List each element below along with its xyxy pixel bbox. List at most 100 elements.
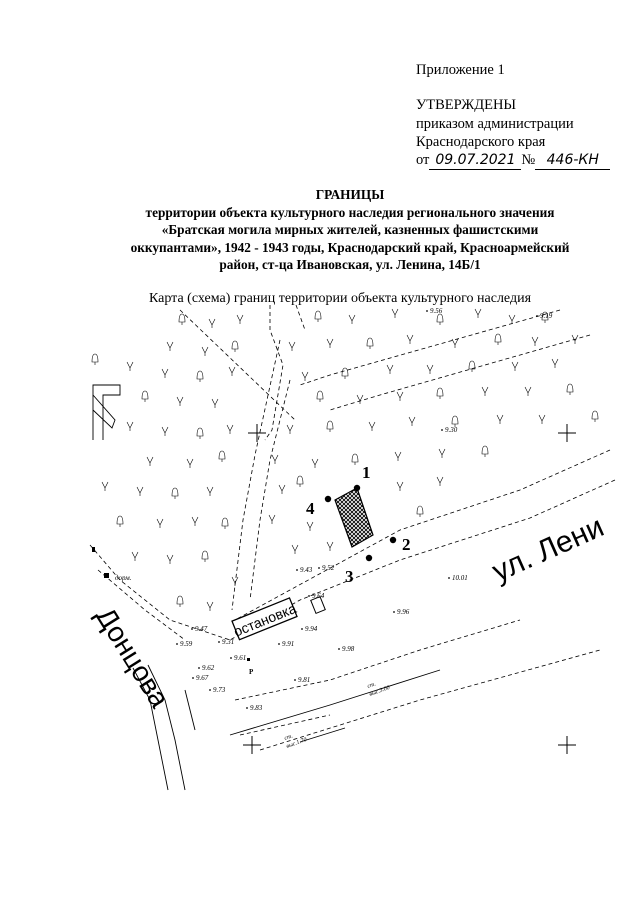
elevation-label: 9.81: [298, 676, 310, 684]
tree-icon: [438, 448, 446, 458]
point-label-3: 3: [345, 567, 354, 586]
elevation-point: [536, 315, 538, 317]
elevation-label: 9.30: [445, 426, 458, 434]
elevation-point: [176, 643, 178, 645]
tree-icon: [394, 451, 402, 461]
tree-icon: [161, 368, 169, 378]
tree-icon: [268, 514, 276, 524]
tree-icon: [538, 414, 546, 424]
elevation-point: [301, 628, 303, 630]
tree-icon: [156, 518, 164, 528]
tree-icon: [211, 398, 219, 408]
tree-icon: [221, 517, 229, 529]
tree-icon: [278, 484, 286, 494]
boundary-points: [324, 484, 397, 562]
elevation-label: 9.94: [305, 625, 318, 633]
tree-icon: [366, 337, 374, 349]
tree-icon: [408, 416, 416, 426]
solid-outlines: [92, 384, 441, 791]
parking-sign: P: [249, 668, 254, 676]
map-caption: Карта (схема) границ территории объекта …: [148, 291, 532, 306]
elevation-point: [246, 707, 248, 709]
tree-icon: [368, 421, 376, 431]
elevation-label: 9.31: [222, 638, 234, 646]
tree-icon: [571, 334, 579, 344]
boundary-point-2: [389, 536, 397, 544]
tree-icon: [356, 394, 364, 404]
elevation-point: [294, 679, 296, 681]
elevation-label: 10.01: [452, 574, 468, 582]
elevation-point: [218, 641, 220, 643]
elevation-label: 9.56: [430, 307, 443, 315]
tree-icon: [351, 453, 359, 465]
tree-icon: [286, 424, 294, 434]
elevation-point: [308, 595, 310, 597]
tree-icon: [206, 601, 214, 611]
elevation-label: 9.43: [300, 566, 313, 574]
elevation-point: [209, 689, 211, 691]
tree-icon: [176, 396, 184, 406]
tree-icon: [436, 476, 444, 486]
tree-icon: [436, 387, 444, 399]
tree-icon: [524, 386, 532, 396]
tree-icon: [341, 367, 349, 379]
elevation-point: [318, 567, 320, 569]
elevation-point: [198, 667, 200, 669]
tree-icon: [136, 486, 144, 496]
elevation-label: 9.62: [202, 664, 215, 672]
burial-site-polygon: [334, 487, 374, 548]
boundary-point-1: [353, 484, 361, 492]
tree-icon: [496, 414, 504, 424]
street-label-lenina: ул. Лени: [487, 510, 608, 588]
fence-label: дорм.: [115, 574, 132, 582]
tree-icon: [196, 427, 204, 439]
tree-icon: [228, 366, 236, 376]
tree-icon: [146, 456, 154, 466]
elevation-point: [393, 611, 395, 613]
tree-icon: [288, 341, 296, 351]
elevation-label: 9.67: [196, 674, 209, 682]
tree-icon: [474, 308, 482, 318]
approved-region-line: Краснодарского края: [416, 134, 546, 150]
point-label-1: 1: [362, 463, 371, 482]
tree-icon: [116, 515, 124, 527]
tree-icon: [426, 364, 434, 374]
tree-icon: [451, 338, 459, 348]
elevation-point: [426, 310, 428, 312]
tree-icon: [226, 424, 234, 434]
title-line-4: район, ст-ца Ивановская, ул. Ленина, 14Б…: [219, 257, 481, 272]
title-line-2: «Братская могила мирных жителей, казненн…: [161, 222, 539, 237]
elevation-label: 9.61: [234, 654, 246, 662]
order-date: 09.07.2021: [429, 152, 522, 170]
tree-icon: [306, 521, 314, 531]
elevation-point: [296, 569, 298, 571]
tree-icon: [468, 360, 476, 372]
point-label-2: 2: [402, 535, 411, 554]
boundary-point-3: [365, 554, 373, 562]
appendix-label: Приложение 1: [416, 62, 505, 78]
tree-icon: [166, 341, 174, 351]
tree-icon: [101, 481, 109, 491]
tree-icon: [236, 314, 244, 324]
tree-icon: [301, 371, 309, 381]
tree-icon: [591, 410, 599, 422]
approved-label: УТВЕРЖДЕНЫ: [416, 97, 517, 113]
tree-icon: [316, 390, 324, 402]
tree-icon: [166, 554, 174, 564]
order-number-sign: №: [521, 152, 536, 168]
tree-icon: [201, 550, 209, 562]
tree-icon: [314, 310, 322, 322]
elevation-point: [191, 628, 193, 630]
tree-icon: [326, 420, 334, 432]
tree-icon: [196, 370, 204, 382]
elevation-point: [278, 643, 280, 645]
tree-icon: [451, 415, 459, 427]
tree-icon: [191, 516, 199, 526]
elevation-point: [441, 429, 443, 431]
tree-icon: [208, 318, 216, 328]
tree-icon: [171, 487, 179, 499]
elevation-point: [448, 577, 450, 579]
tree-icon: [481, 386, 489, 396]
